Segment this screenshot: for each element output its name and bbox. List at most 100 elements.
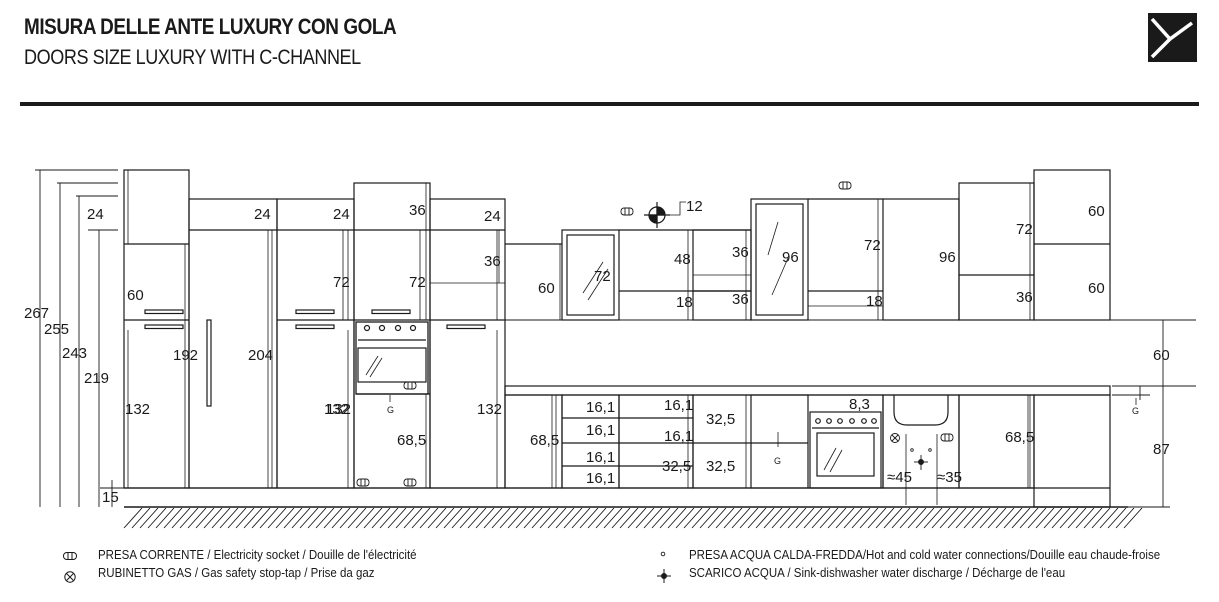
dimension-label: 36 [409,202,426,219]
socket-icon [403,478,417,487]
dimension-label: 267 [24,305,49,322]
floor-hatch-line [211,507,231,529]
dimension-label: 255 [44,321,69,338]
tall-unit-pantry [276,198,355,489]
floor-hatch-line [243,507,263,529]
wall-unit-tall-right [958,169,1111,321]
floor-hatch-line [811,507,831,529]
base-unit-right [958,394,1111,508]
floor-hatch-line [931,507,951,529]
tall-unit-freezer [188,198,278,489]
dimension-label: 68,5 [530,432,559,449]
floor-hatch-line [203,507,223,529]
socket-icon [620,207,634,216]
dimension-label: ≈45 [887,469,912,486]
floor-hatch-line [187,507,207,529]
dimension-label: 96 [782,249,799,266]
floor-hatch-line [539,507,559,529]
floor-hatch-line [395,507,415,529]
floor-hatch-line [819,507,839,529]
dimension-label: 60 [538,280,555,297]
dimension-label: 72 [864,237,881,254]
floor-hatch-line [1043,507,1063,529]
floor-hatch-line [1115,507,1135,529]
dimension-label: 16,1 [586,399,615,416]
dimension-label: 16,1 [664,428,693,445]
legend-gas: RUBINETTO GAS / Gas safety stop-tap / Pr… [98,566,375,580]
floor-hatch-line [891,507,911,529]
floor-hatch-line [875,507,895,529]
dimension-label: 16,1 [586,470,615,487]
socket-icon [940,433,954,442]
floor-hatch-line [251,507,271,529]
floor-hatch-line [1091,507,1111,529]
floor-hatch-line [795,507,815,529]
floor-hatch-line [835,507,855,529]
dimension-label: 132 [125,401,150,418]
base-unit-mid [618,394,808,489]
drain-icon [644,201,686,228]
floor-hatch-line [883,507,903,529]
floor-hatch-line [307,507,327,529]
floor-hatch-line [323,507,343,529]
dimension-label: 48 [674,251,691,268]
floor-hatch-line [283,507,303,529]
floor-hatch-line [627,507,647,529]
floor-hatch-line [163,507,183,529]
tall-unit-right [429,198,506,489]
floor-hatch-line [723,507,743,529]
floor-hatch-line [1123,507,1143,529]
socket-icon [356,478,370,487]
dimension-label: 16,1 [586,422,615,439]
floor-hatch-line [507,507,527,529]
base-unit-oven [807,394,884,489]
dimension-label: 60 [1088,203,1105,220]
floor-hatch-line [339,507,359,529]
dimension-label: 72 [594,268,611,285]
floor-hatch-line [675,507,695,529]
floor-hatch-line [643,507,663,529]
water-connection-icon [910,448,932,452]
dimension-label: 12 [686,198,703,215]
floor-hatch-line [867,507,887,529]
dimension-label: 16,1 [664,397,693,414]
dimension-label: ≈35 [937,469,962,486]
dimension-label: 72 [333,274,350,291]
gas-tap-icon [890,433,900,443]
floor-hatch-line [171,507,191,529]
worktop [504,385,1111,396]
dimension-label: 36 [732,291,749,308]
floor-hatch-line [843,507,863,529]
floor-hatch-line [403,507,423,529]
floor-hatch-line [587,507,607,529]
floor-hatch-line [147,507,167,529]
gas-mark-label: G [1132,406,1139,416]
floor-hatch-line [1051,507,1071,529]
gas-mark-label: G [387,405,394,415]
floor-hatch-line [427,507,447,529]
floor-hatch-line [971,507,991,529]
floor-hatch-line [411,507,431,529]
floor-hatch-line [1003,507,1023,529]
floor-hatch-line [155,507,175,529]
floor-hatch-line [851,507,871,529]
floor-hatch-line [563,507,583,529]
floor-hatch-line [267,507,287,529]
floor-hatch-line [827,507,847,529]
floor-hatch-line [1067,507,1087,529]
floor-hatch-line [595,507,615,529]
floor-hatch-line [579,507,599,529]
floor-hatch-line [379,507,399,529]
dimension-label: 32,5 [662,458,691,475]
floor-hatch-line [1083,507,1103,529]
dimension-label: 192 [173,347,198,364]
gas-tap-icon [64,571,76,583]
dimension-label: 36 [484,253,501,270]
dimension-label: 36 [732,244,749,261]
tall-unit-oven [353,182,431,489]
floor-hatch-line [291,507,311,529]
floor-hatch-line [699,507,719,529]
dimension-label: 16,1 [586,449,615,466]
floor-hatch-line [523,507,543,529]
floor-hatch-line [779,507,799,529]
